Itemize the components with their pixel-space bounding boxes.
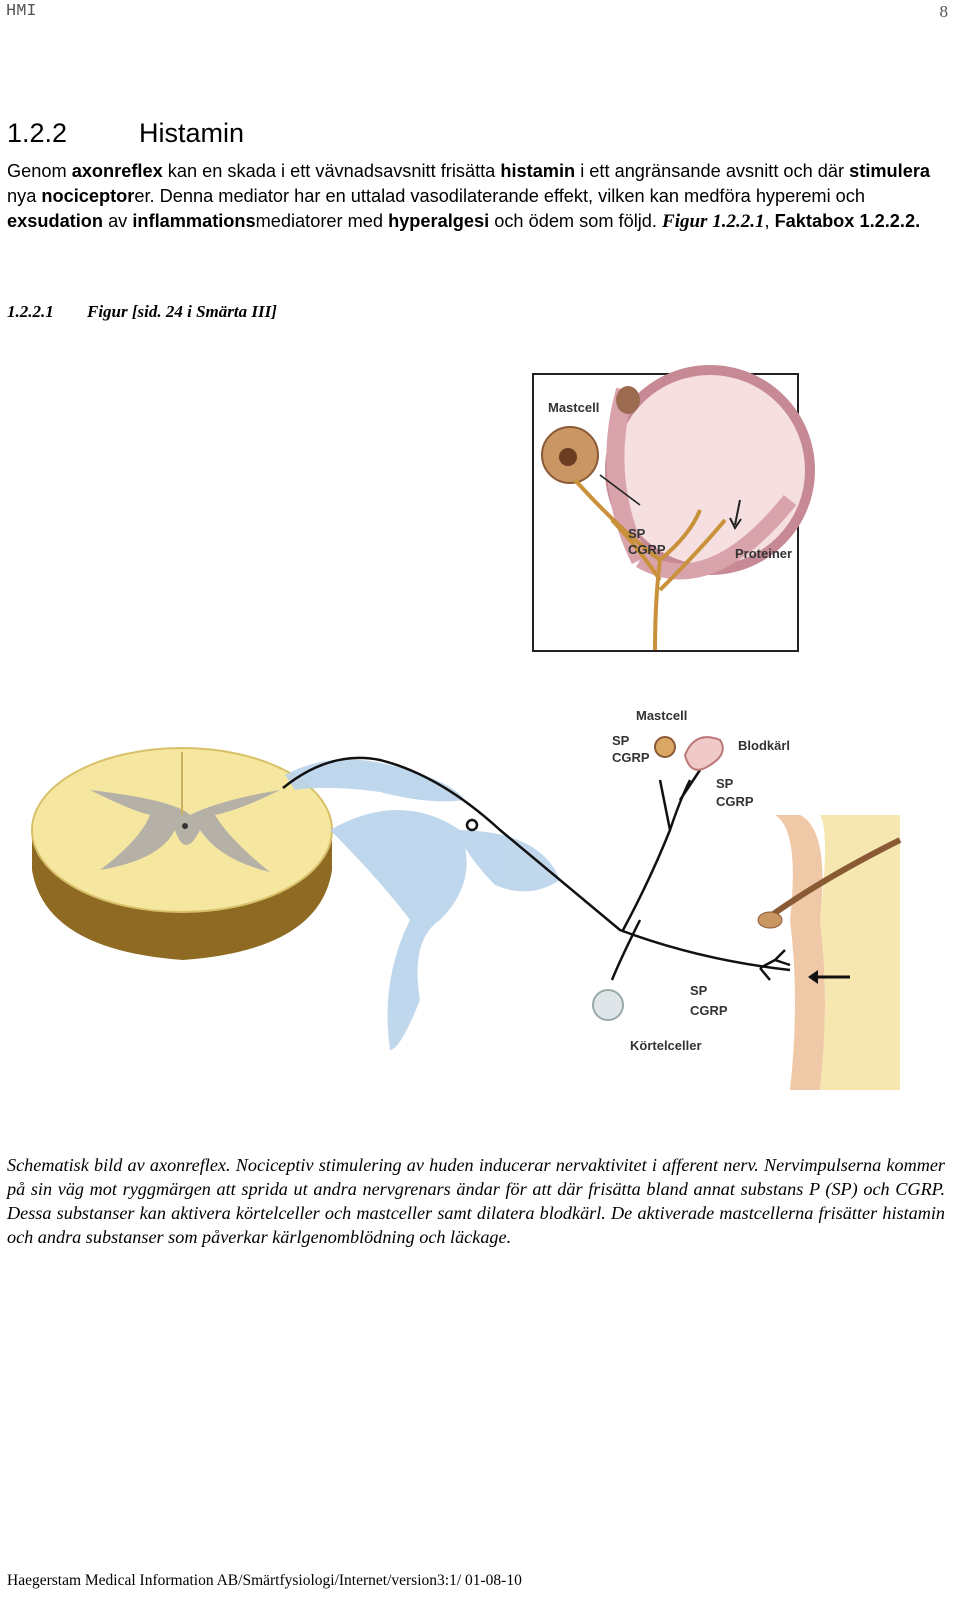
figure-number: 1.2.2.1: [7, 302, 54, 321]
text: i ett angränsande avsnitt och där: [575, 161, 850, 181]
text: ,: [764, 211, 775, 231]
bold-term: stimulera: [849, 161, 931, 181]
label-proteiner: Proteiner: [735, 546, 792, 561]
page-footer: Haegerstam Medical Information AB/Smärtf…: [7, 1572, 522, 1589]
page-number: 8: [939, 2, 949, 21]
figure-heading: 1.2.2.1 Figur [sid. 24 i Smärta III]: [7, 302, 277, 322]
figure-title: Figur [sid. 24 i Smärta III]: [87, 302, 277, 321]
label-sp-bottom: SP: [690, 983, 708, 998]
text: er. Denna mediator har en uttalad vasodi…: [134, 186, 866, 206]
mastcell-mid-icon: [654, 736, 676, 758]
section-number: 1.2.2: [7, 118, 68, 148]
bold-term: axonreflex: [71, 161, 163, 181]
label-kortelceller: Körtelceller: [630, 1038, 702, 1053]
bold-term: histamin: [500, 161, 576, 181]
gland-cells-icon: [592, 989, 624, 1021]
label-cgrp-left: CGRP: [612, 750, 650, 765]
figure-caption: Schematisk bild av axonreflex. Nocicepti…: [7, 1155, 945, 1247]
text: av: [103, 211, 133, 231]
label-cgrp-top: CGRP: [628, 542, 666, 557]
section-heading: 1.2.2 Histamin: [7, 118, 244, 149]
axon-reflex-illustration: Mastcell SP CGRP Proteiner: [31, 365, 902, 1090]
label-sp-left: SP: [612, 733, 630, 748]
bold-term: inflammations: [132, 211, 256, 231]
text: och ödem som följd.: [489, 211, 663, 231]
label-mastcell-top: Mastcell: [548, 400, 599, 415]
bold-term: hyperalgesi: [388, 211, 490, 231]
afferent-nerve: [282, 756, 791, 981]
label-mastcell-mid: Mastcell: [636, 708, 687, 723]
label-cgrp-right: CGRP: [716, 794, 754, 809]
label-cgrp-bottom: CGRP: [690, 1003, 728, 1018]
label-blodkarl: Blodkärl: [738, 738, 790, 753]
skin-section: [757, 815, 902, 1090]
label-sp-top: SP: [628, 526, 646, 541]
section-title: Histamin: [139, 118, 245, 148]
bold-term: nociceptor: [41, 186, 135, 206]
figure-reference: Figur 1.2.2.1: [662, 211, 765, 232]
factbox-reference: Faktabox 1.2.2.2.: [774, 211, 921, 231]
page-header: HMI 8: [0, 2, 960, 24]
text: kan en skada i ett vävnadsavsnitt frisät…: [162, 161, 501, 181]
text: nya: [7, 186, 42, 206]
spinal-cord-cross-section: [31, 747, 333, 960]
header-left: HMI: [6, 2, 37, 21]
body-paragraph: Genom axonreflex kan en skada i ett vävn…: [7, 159, 947, 234]
label-sp-right: SP: [716, 776, 734, 791]
inset-panel: Mastcell SP CGRP Proteiner: [532, 365, 815, 652]
text: Genom: [7, 161, 72, 181]
nerve-roots: [285, 759, 560, 1050]
bold-term: exsudation: [7, 211, 104, 231]
text: mediatorer med: [255, 211, 389, 231]
blood-vessel-icon: [683, 736, 724, 771]
